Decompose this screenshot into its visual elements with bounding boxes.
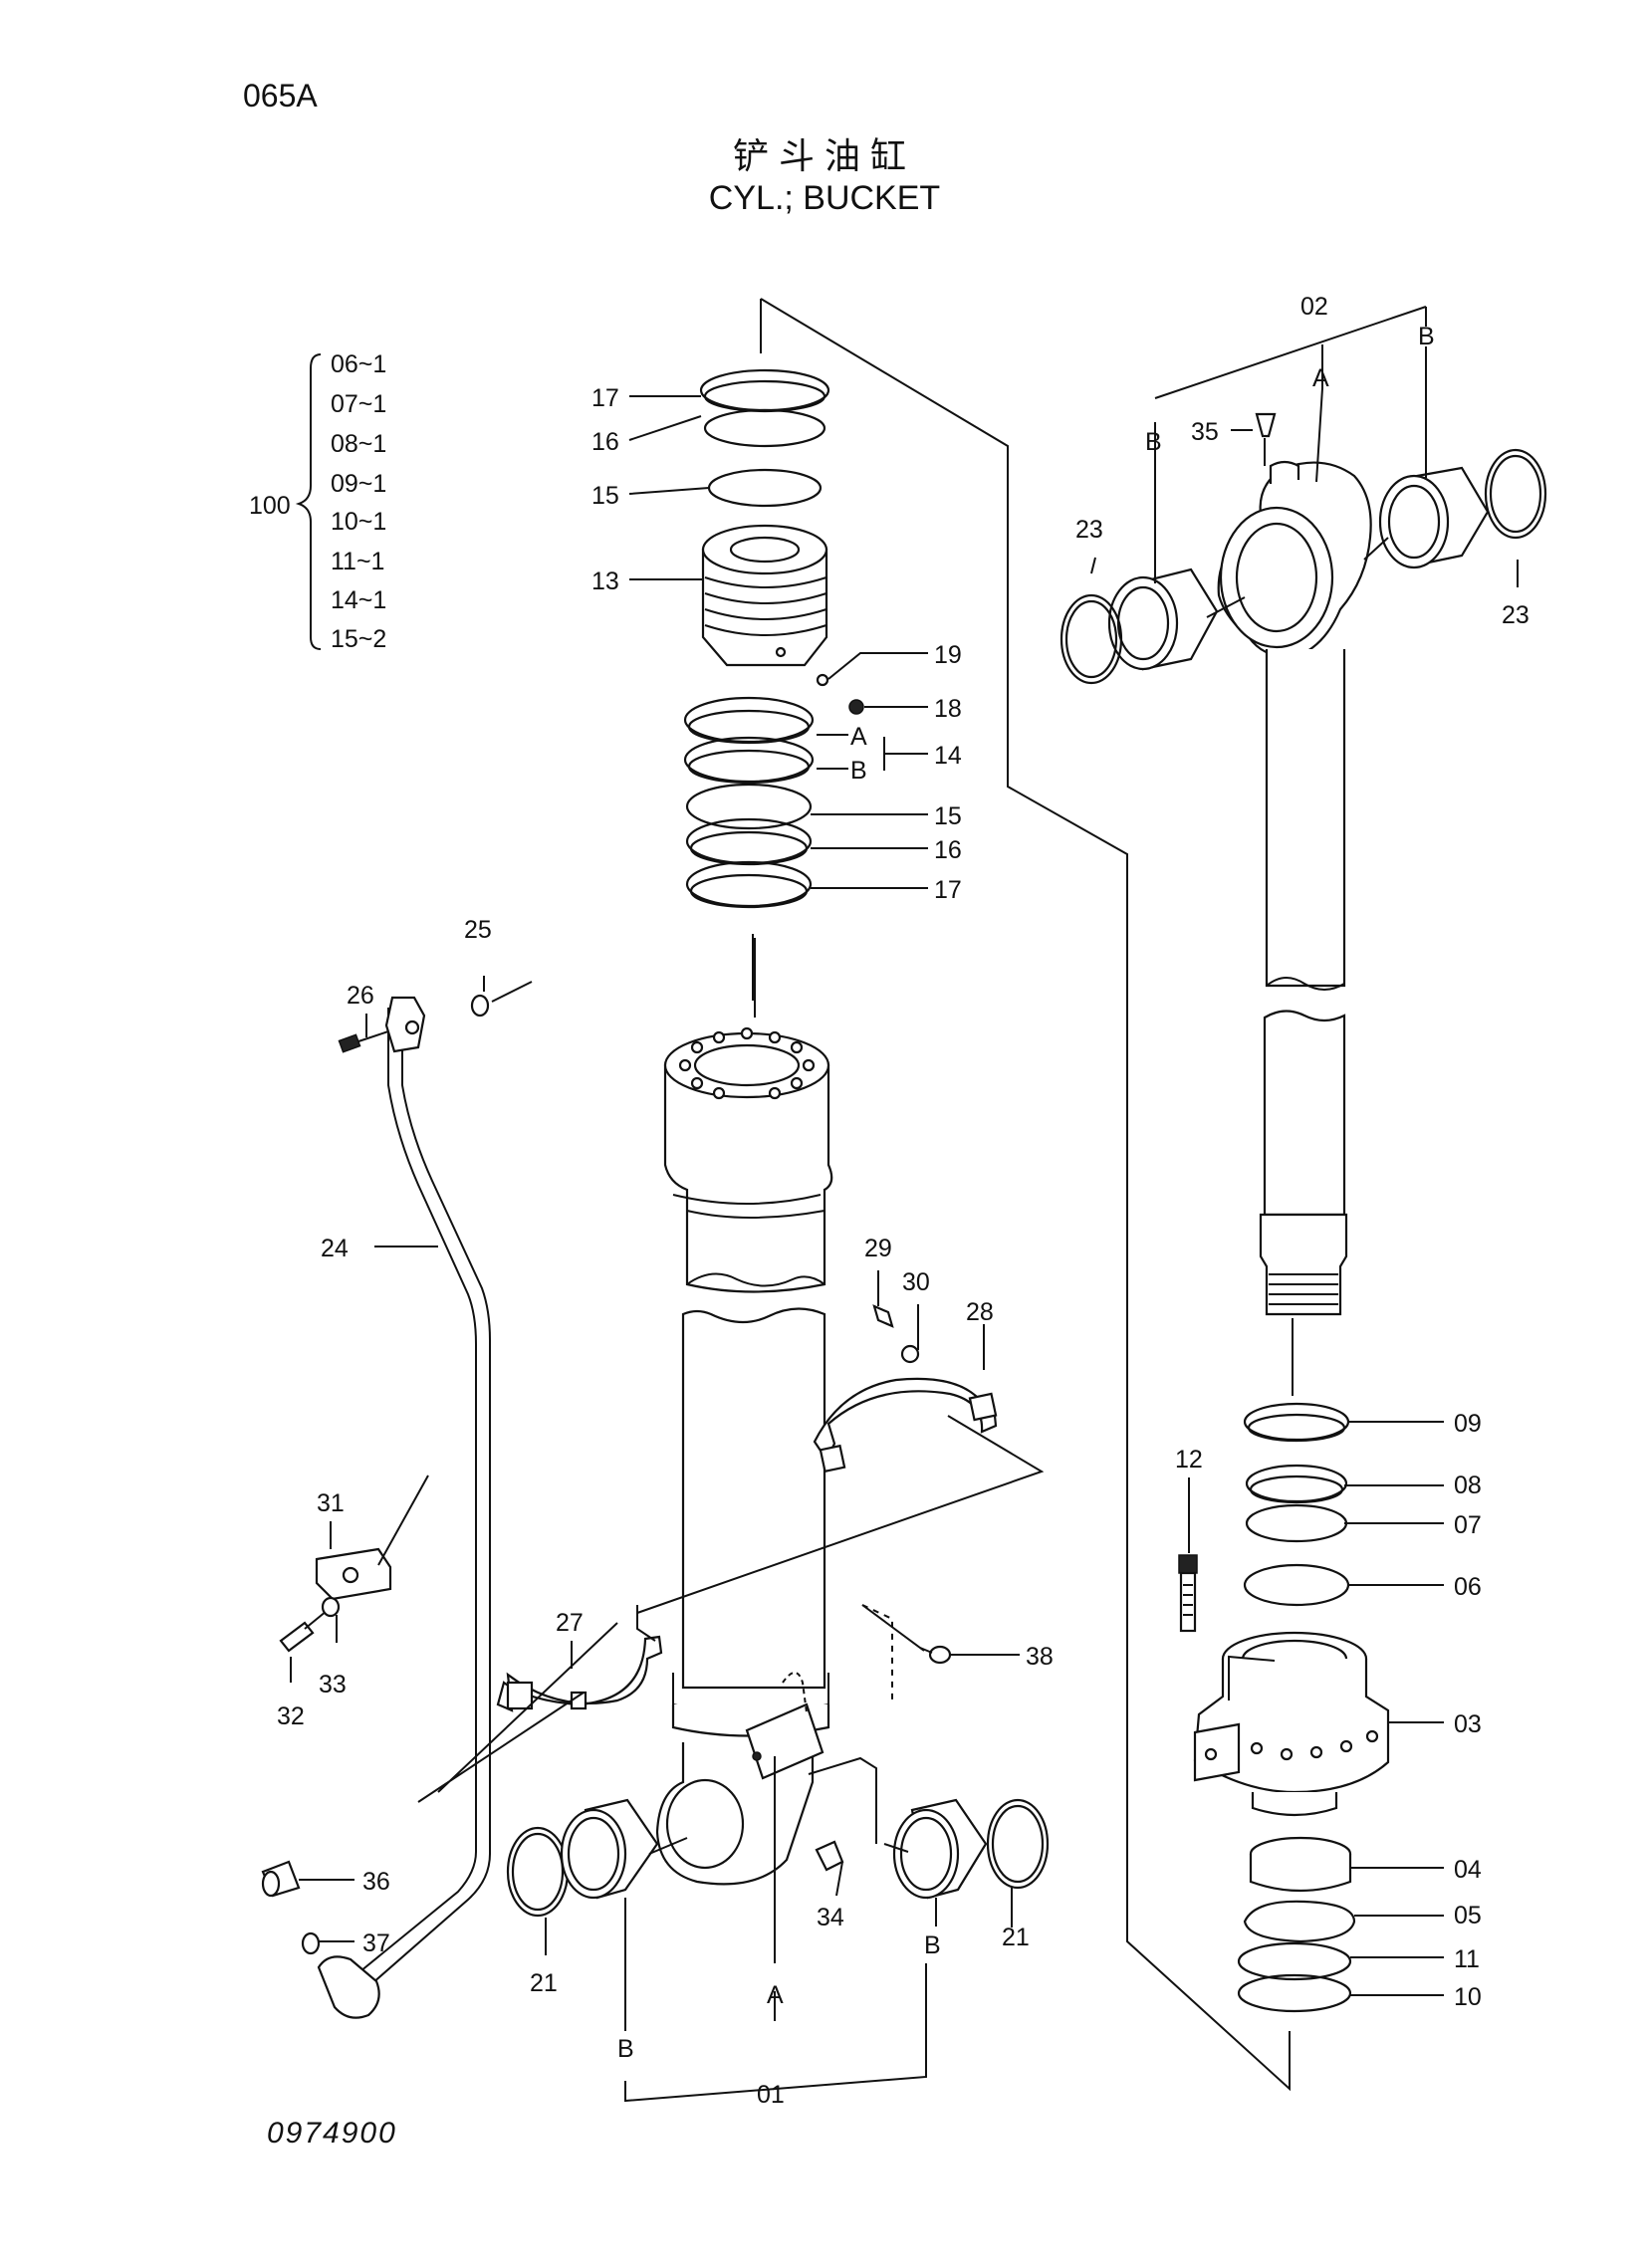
- cylinder-tube: [655, 1026, 833, 1886]
- part-label: A: [767, 1981, 784, 2009]
- oring-25: [470, 994, 490, 1018]
- part-label: 35: [1191, 418, 1219, 446]
- part-label: 14: [934, 742, 962, 770]
- part-label: 21: [530, 1969, 558, 1997]
- part-label: 28: [966, 1298, 994, 1326]
- part-label: 38: [1026, 1643, 1054, 1671]
- bolt-12: [1178, 1554, 1198, 1633]
- pipe-24: [317, 996, 491, 2019]
- flange-bolt-holes: [678, 1026, 816, 1100]
- bottom-bushings: [506, 1798, 1050, 1918]
- fitting-36: [261, 1860, 301, 1898]
- part-label: 31: [317, 1489, 345, 1517]
- kit-list: 100 06~1 07~1 08~1 09~1 10~1 11~1 14~1 1…: [249, 350, 386, 653]
- part-label: 16: [591, 428, 619, 456]
- block-31: [315, 1547, 392, 1601]
- part-label: 11: [1454, 1945, 1480, 1973]
- part-label: 23: [1075, 516, 1103, 544]
- part-label: 34: [817, 1904, 844, 1931]
- piston-head: [701, 524, 828, 667]
- part-label: 08: [1454, 1472, 1482, 1499]
- part-label: 26: [347, 982, 374, 1010]
- part-label: 36: [362, 1868, 390, 1896]
- part-label: 29: [864, 1235, 892, 1262]
- part-label: 27: [556, 1609, 584, 1637]
- title-chinese: 铲斗油缸: [732, 136, 916, 177]
- part-label: 01: [757, 2081, 785, 2109]
- leader-lines: [290, 344, 1519, 2103]
- rod-lower-parts: [1237, 1836, 1356, 2013]
- part-label: 06: [1454, 1573, 1482, 1601]
- page-number: 065A: [243, 78, 318, 113]
- part-label: B: [1145, 428, 1162, 456]
- assembly-frame: [754, 298, 1427, 2092]
- document-number: 0974900: [267, 2117, 397, 2150]
- bolt-26: [338, 1030, 389, 1053]
- ball-19: [816, 673, 829, 687]
- plug-18: [848, 699, 864, 715]
- kit-brace: [295, 353, 322, 650]
- part-label: 16: [934, 836, 962, 864]
- rod-bushings: [1060, 448, 1547, 685]
- bolt-32-washer-33: [279, 1596, 341, 1653]
- part-label: 17: [934, 876, 962, 904]
- kit-number: 100: [249, 492, 291, 520]
- part-label: 04: [1454, 1856, 1482, 1884]
- part-label: 32: [277, 1702, 305, 1730]
- rod-seals: [1243, 1402, 1350, 1607]
- part-label: B: [850, 757, 867, 785]
- part-label: 21: [1002, 1924, 1030, 1951]
- plug-38: [919, 1645, 952, 1665]
- part-label: A: [850, 723, 867, 751]
- title-english: CYL.; BUCKET: [708, 179, 941, 217]
- part-label: 05: [1454, 1902, 1482, 1929]
- part-label: B: [924, 1931, 941, 1959]
- part-label: 23: [1502, 601, 1530, 629]
- piston-rod: [1217, 412, 1372, 1316]
- clamp-27: [496, 1635, 663, 1712]
- part-label: 15: [934, 802, 962, 830]
- part-label: B: [1418, 323, 1435, 350]
- kit-item: 11~1: [331, 548, 384, 575]
- part-label: 17: [591, 384, 619, 412]
- kit-item: 09~1: [331, 470, 386, 498]
- kit-item: 10~1: [331, 508, 386, 536]
- clamp-28: [813, 1304, 998, 1474]
- part-labels: 17 16 15 13 19 18 A B 14 15 16 17 25 26 …: [277, 293, 1530, 2109]
- part-label: 25: [464, 916, 492, 944]
- part-label: 15: [591, 482, 619, 510]
- grease-fitting-34: [815, 1840, 844, 1872]
- part-label: 03: [1454, 1710, 1482, 1738]
- part-label: 07: [1454, 1511, 1482, 1539]
- gland-03: [1193, 1631, 1390, 1817]
- oring-37: [301, 1931, 321, 1955]
- part-label: B: [617, 2035, 634, 2063]
- head-seals: [699, 368, 830, 508]
- part-label: 19: [934, 641, 962, 669]
- part-label: A: [1312, 364, 1329, 392]
- piston-seals: [683, 696, 815, 909]
- kit-item: 06~1: [331, 350, 386, 378]
- part-label: 30: [902, 1268, 930, 1296]
- part-label: 18: [934, 695, 962, 723]
- kit-item: 14~1: [331, 586, 386, 614]
- part-label: 33: [319, 1671, 347, 1699]
- part-label: 37: [362, 1929, 390, 1957]
- kit-item: 08~1: [331, 430, 386, 458]
- part-label: 09: [1454, 1410, 1482, 1438]
- part-label: 12: [1175, 1446, 1203, 1474]
- part-label: 10: [1454, 1983, 1482, 2011]
- part-label: 13: [591, 567, 619, 595]
- part-label: 24: [321, 1235, 349, 1262]
- part-label: 02: [1300, 293, 1328, 321]
- kit-item: 07~1: [331, 390, 386, 418]
- kit-item: 15~2: [331, 625, 386, 653]
